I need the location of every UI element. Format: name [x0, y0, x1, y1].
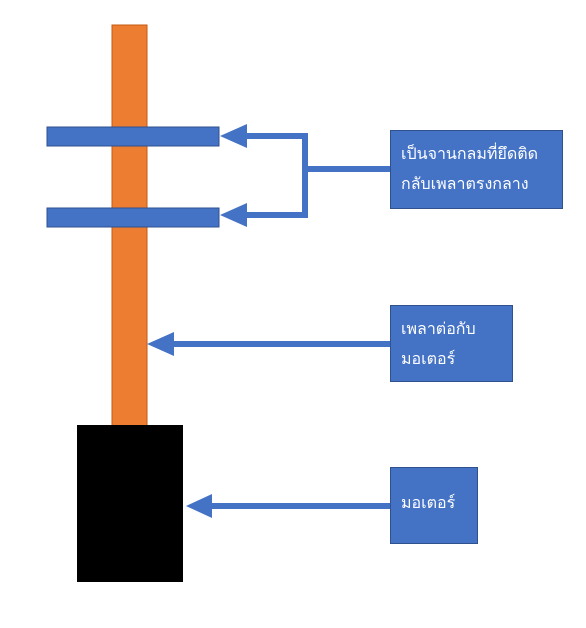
lower-disc — [46, 207, 220, 228]
shaft-label-line1: เพลาต่อกับ — [401, 319, 476, 338]
disc-label-box: เป็นจานกลมที่ยึดติด กลับเพลาตรงกลาง — [390, 130, 563, 209]
lower-disc-arrowhead — [220, 203, 247, 227]
disc-connector-bracket — [246, 133, 308, 218]
shaft-label-box: เพลาต่อกับ มอเตอร์ — [390, 305, 513, 382]
motor-arrowhead — [186, 494, 212, 518]
shaft-arrowhead — [147, 332, 174, 356]
motor-label-box: มอเตอร์ — [390, 467, 478, 544]
upper-disc — [46, 126, 220, 147]
disc-label-line2: กลับเพลาตรงกลาง — [401, 174, 529, 193]
motor-block — [77, 425, 183, 582]
shaft-label-line2: มอเตอร์ — [401, 349, 456, 368]
disc-label-line1: เป็นจานกลมที่ยึดติด — [401, 144, 538, 163]
motor-label-line1: มอเตอร์ — [401, 493, 456, 512]
upper-disc-arrowhead — [220, 124, 247, 148]
